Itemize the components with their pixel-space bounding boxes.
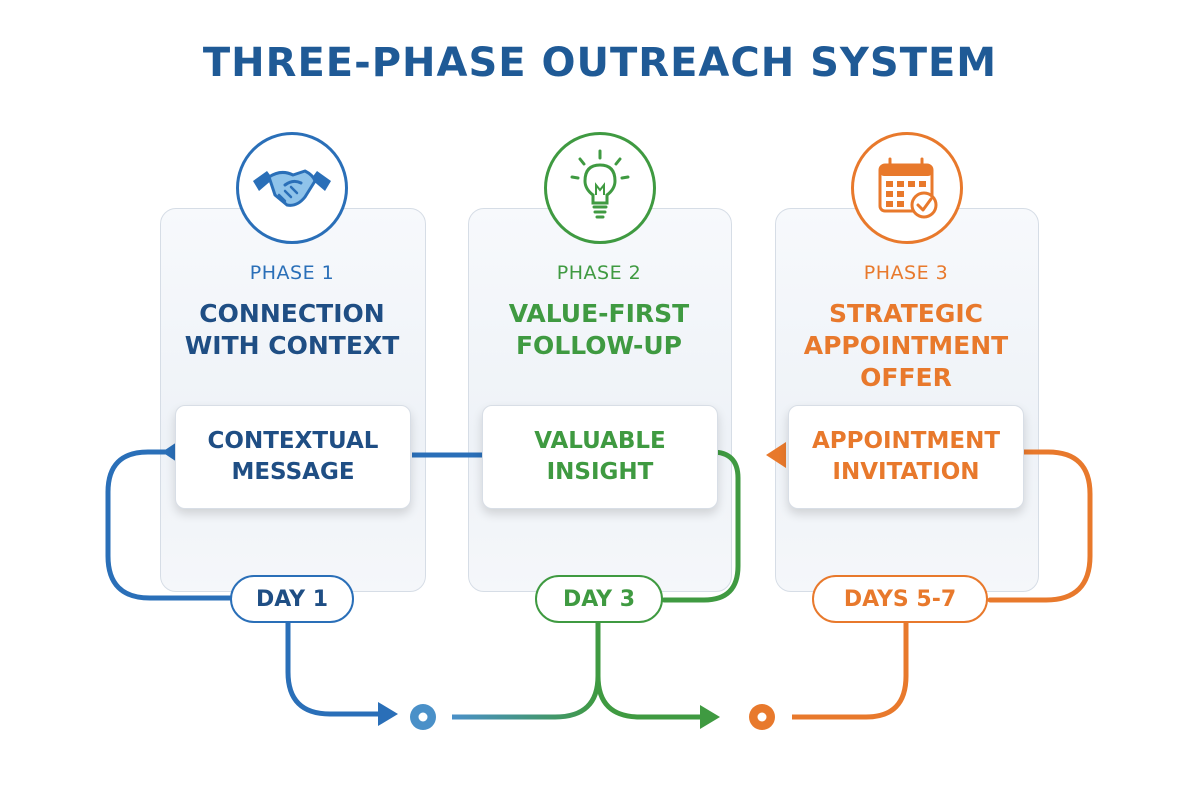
phase-2-title: VALUE-FIRST FOLLOW-UP — [508, 299, 690, 360]
phase-2-label: PHASE 2 — [556, 262, 642, 284]
phase-2-loop-connector — [661, 449, 741, 603]
phase-3-loop-connector — [987, 449, 1093, 603]
phase-1-loop-connector — [105, 449, 235, 601]
phase-3-title: STRATEGIC APPOINTMENT OFFER — [803, 299, 1009, 392]
phase-3-card — [775, 208, 1039, 592]
phase-2-down-connector — [595, 675, 700, 720]
phase-1-day-badge: DAY 1 — [230, 575, 354, 623]
dot-2-to-phase-3-link — [792, 622, 909, 720]
phase-3-label: PHASE 3 — [863, 262, 949, 284]
lightbulb-icon — [544, 132, 656, 244]
dot-1-to-phase-2-link — [452, 622, 601, 720]
phase-3-day-badge: DAYS 5-7 — [812, 575, 988, 623]
phase-1-down-arrowhead — [378, 702, 398, 726]
handshake-icon — [236, 132, 348, 244]
phase-1-card — [160, 208, 426, 592]
page-title: THREE-PHASE OUTREACH SYSTEM — [202, 40, 998, 86]
phase-3-entry-arrowhead — [766, 442, 786, 468]
phase-2-day-badge: DAY 3 — [535, 575, 663, 623]
phase-1-label: PHASE 1 — [249, 262, 335, 284]
phase-1-down-connector — [285, 619, 385, 717]
calendar-check-icon — [851, 132, 963, 244]
phase-1-title: CONNECTION WITH CONTEXT — [184, 299, 400, 360]
phase-2-down-arrowhead — [700, 705, 720, 729]
